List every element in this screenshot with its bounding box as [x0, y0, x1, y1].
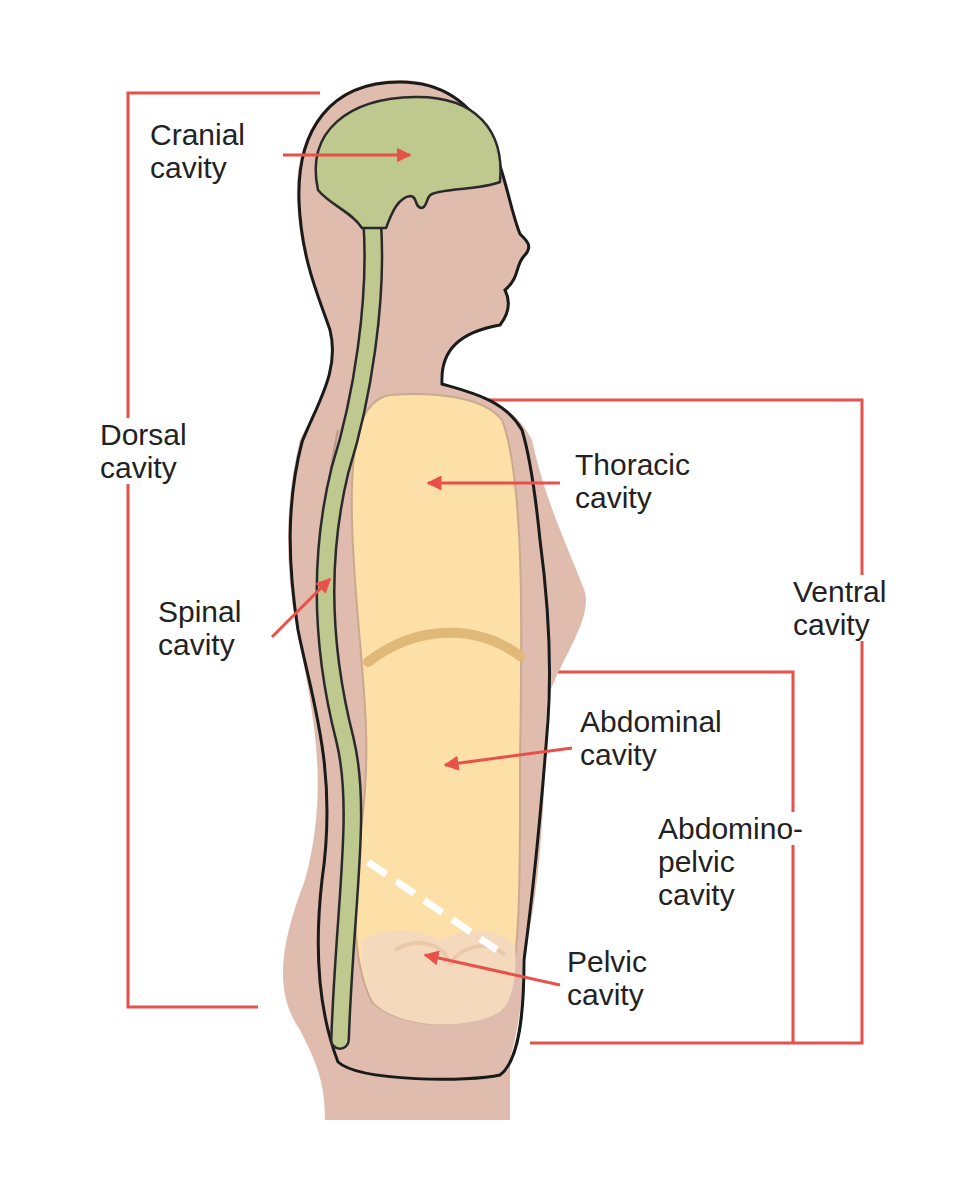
leader-arrow — [445, 748, 572, 765]
cavity-label: Pelvic cavity — [564, 945, 650, 1011]
cranial-cavity — [316, 97, 501, 228]
leader-arrow — [425, 955, 560, 985]
leader-arrow — [272, 579, 330, 637]
skin-silhouette — [283, 80, 586, 1120]
label-block: Pelvic cavity — [564, 945, 717, 1011]
label-block: Abdominal cavity — [577, 705, 730, 771]
cavity-label: Dorsal cavity — [97, 418, 190, 484]
label-block: Dorsal cavity — [97, 418, 250, 484]
label-block: Cranial cavity — [147, 118, 300, 184]
cavity-label: Spinal cavity — [155, 595, 244, 661]
cavity-label: Thoracic cavity — [572, 448, 693, 514]
spinal-canal-outline — [325, 220, 373, 1040]
cavity-label: Abdomino-pelvic cavity — [655, 812, 806, 911]
label-block: Spinal cavity — [155, 595, 308, 661]
spinal-cavity — [325, 220, 373, 1040]
leader-arrow — [428, 482, 560, 485]
diaphragm — [368, 633, 520, 662]
cavity-label: Cranial cavity — [147, 118, 248, 184]
pelvic-brim-line — [368, 862, 497, 950]
ventral-cavity — [352, 394, 522, 1024]
cavity-label: Ventral cavity — [790, 575, 889, 641]
cavity-label: Abdominal cavity — [577, 705, 725, 771]
label-block: Abdomino-pelvic cavity — [655, 812, 808, 911]
label-block: Ventral cavity — [790, 575, 943, 641]
leader-arrow — [283, 154, 410, 157]
label-block: Thoracic cavity — [572, 448, 725, 514]
